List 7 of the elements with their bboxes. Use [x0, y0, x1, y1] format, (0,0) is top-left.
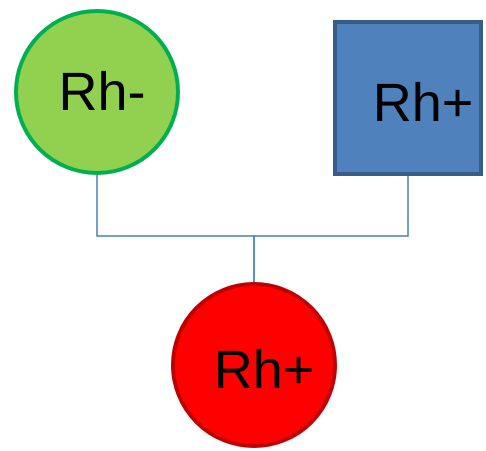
- circle-node: [14, 9, 180, 175]
- node-label: Rh+: [214, 339, 314, 401]
- connector-line: [253, 176, 409, 282]
- circle-node: [171, 282, 337, 448]
- node-label: Rh+: [372, 72, 474, 134]
- square-node: [333, 20, 483, 176]
- node-label: Rh-: [58, 61, 146, 123]
